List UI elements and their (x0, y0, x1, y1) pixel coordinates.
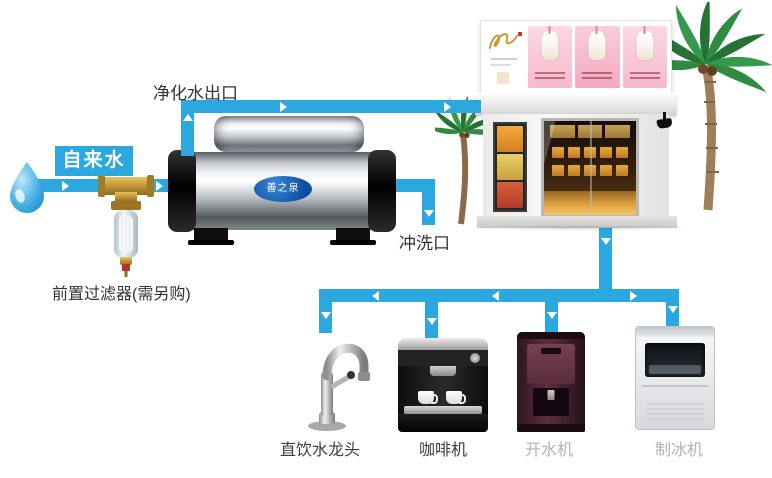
flow-arrow-down-icon (321, 312, 331, 319)
boiler-display (541, 348, 561, 354)
coffee-machine-illustration (398, 338, 488, 432)
pipe-flush-vertical (422, 179, 435, 225)
coffee-machine-top (398, 338, 488, 350)
coffee-cup-icon (446, 391, 466, 404)
water-drop-icon (10, 162, 44, 213)
drink-cup-icon (588, 26, 606, 60)
flow-arrow-right-icon (280, 102, 287, 112)
shop-canopy (475, 92, 677, 116)
faucet-illustration (308, 343, 370, 431)
pipe-drop-coffee (425, 289, 438, 341)
poster-image (497, 182, 523, 208)
flow-arrow-right-icon (630, 291, 637, 301)
drink-cup-icon (636, 26, 654, 60)
purifier-brand-logo: 善之泉 (254, 176, 312, 202)
pipe-manifold (319, 289, 679, 302)
menu-poster-panel (575, 26, 620, 88)
shop-poster-stand (493, 122, 527, 212)
flow-arrow-left-icon (492, 291, 499, 301)
shop-door (541, 118, 639, 218)
glass-reflection (544, 121, 636, 215)
flow-arrow-down-icon (424, 210, 434, 217)
pipe-drop-faucet (319, 289, 332, 333)
menu-board-logo-zone (485, 26, 525, 88)
water-boiler-label: 开水机 (524, 442, 573, 459)
purifier-end-band (168, 150, 196, 232)
beverage-shop-illustration (435, 2, 772, 231)
wall-lamp-icon (657, 112, 673, 130)
flow-arrow-down-icon (668, 306, 678, 313)
coffee-cup-icon (418, 391, 438, 404)
ice-maker-illustration (635, 326, 715, 430)
flow-arrow-down-icon (547, 312, 557, 319)
flow-arrow-right-icon (156, 181, 163, 191)
prefilter-illustration (98, 175, 154, 277)
coffee-machine-base (398, 414, 488, 432)
boiler-front-panel (527, 344, 575, 384)
flow-arrow-down-icon (601, 238, 611, 245)
drip-tray (404, 406, 482, 414)
boiler-dispense-recess (533, 388, 569, 416)
purifier-foot (330, 228, 376, 245)
purifier-foot (188, 228, 234, 245)
drink-cup-icon (541, 26, 559, 60)
ice-glow (649, 365, 701, 374)
boiler-tap-icon (547, 390, 555, 400)
menu-text-lines (535, 72, 566, 82)
interior-menu-lights (550, 125, 631, 138)
coffee-machine-body (398, 366, 488, 414)
menu-script-logo-icon (489, 32, 522, 84)
pipe-shop-downfeed (599, 218, 612, 294)
flush-port-label: 冲洗口 (399, 234, 450, 253)
ice-maker-vents (646, 403, 704, 421)
ice-maker-label: 制冰机 (654, 442, 703, 459)
pipe-outlet-to-shop (181, 100, 481, 113)
shop-menu-board (480, 20, 672, 94)
flow-arrow-right-icon (444, 102, 451, 112)
water-purifier-illustration: 善之泉 (168, 114, 396, 246)
ground-shadow (465, 225, 695, 231)
dial-icon (470, 353, 480, 363)
purifier-brand-text: 善之泉 (266, 183, 300, 194)
tap-water-label: 自来水 (62, 150, 126, 171)
ice-maker-opening (645, 343, 705, 377)
boiler-base (517, 424, 585, 432)
prefilter-label: 前置过滤器(需另购) (52, 286, 191, 303)
ice-maker-top (636, 327, 714, 337)
menu-text-lines (629, 72, 660, 82)
flow-arrow-down-icon (427, 318, 437, 325)
ice-maker-seam (642, 385, 708, 387)
flow-arrow-left-icon (372, 291, 379, 301)
faucet-label: 直饮水龙头 (279, 442, 360, 459)
purified-outlet-label: 净化水出口 (153, 84, 238, 103)
poster-image (497, 126, 523, 152)
menu-text-lines (582, 72, 613, 82)
menu-poster-panel (528, 26, 573, 88)
purifier-top-cylinder (214, 116, 364, 152)
boiler-top (517, 332, 585, 339)
purifier-end-band (368, 150, 396, 232)
menu-poster-panel (622, 26, 667, 88)
water-boiler-illustration (517, 332, 585, 432)
coffee-machine-panel (398, 350, 488, 366)
coffee-group-head (430, 366, 456, 376)
flow-arrow-right-icon (62, 181, 69, 191)
poster-image (497, 154, 523, 180)
flow-arrow-up-icon (183, 114, 193, 121)
tap-water-badge: 自来水 (55, 146, 133, 176)
shop-platform (477, 216, 677, 228)
coffee-machine-label: 咖啡机 (418, 442, 467, 459)
